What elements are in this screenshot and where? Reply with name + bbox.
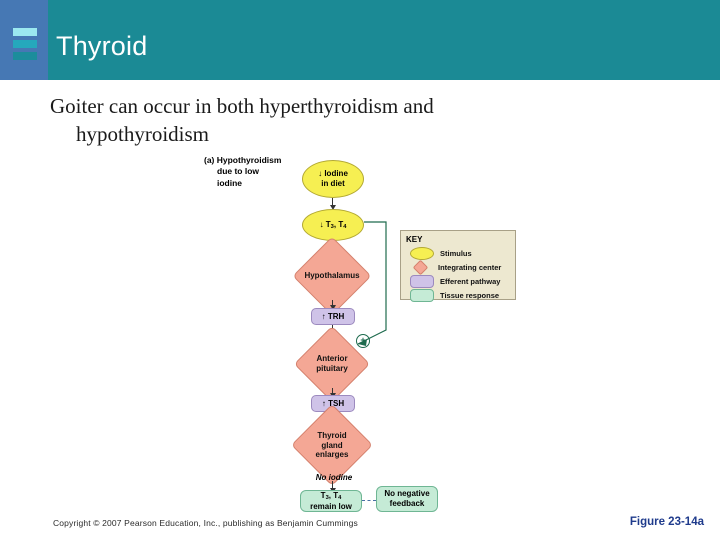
key-title: KEY bbox=[406, 235, 423, 244]
node-iodine-in-diet-line1: ↓ Iodine bbox=[318, 169, 348, 179]
header-icon-container bbox=[0, 0, 48, 80]
key-item-efferent-pathway: Efferent pathway bbox=[406, 275, 510, 288]
node-anterior-pituitary-line2: pituitary bbox=[316, 364, 348, 373]
arrow-iodine-to-t34 bbox=[329, 198, 336, 210]
node-hypothalamus-label: Hypothalamus bbox=[304, 271, 360, 281]
node-remain-low-line1: T3, T4 bbox=[320, 490, 342, 501]
key-item-tissue-response-label: Tissue response bbox=[440, 291, 500, 300]
node-t3-t4-low-label: ↓ T3, T4 bbox=[319, 219, 347, 230]
stimulus-swatch-icon bbox=[410, 247, 434, 260]
key-item-efferent-pathway-label: Efferent pathway bbox=[440, 277, 501, 286]
key-item-stimulus: Stimulus bbox=[406, 247, 510, 260]
node-thyroid-gland-enlarges: Thyroid gland enlarges bbox=[290, 403, 374, 487]
panel-label-line-1: (a) Hypothyroidism bbox=[204, 155, 282, 165]
node-hypothalamus: Hypothalamus bbox=[292, 236, 372, 316]
panel-label-line-2: due to low bbox=[217, 166, 260, 177]
copyright-text: Copyright © 2007 Pearson Education, Inc.… bbox=[53, 518, 358, 528]
node-t3-t4-low: ↓ T3, T4 bbox=[302, 209, 364, 241]
node-thyroid-line2: gland bbox=[321, 440, 343, 450]
figure-flowchart: (a) Hypothyroidism due to low iodine + ↓… bbox=[196, 150, 526, 515]
node-no-negative-feedback: No negative feedback bbox=[376, 486, 438, 512]
tissue-response-swatch-icon bbox=[410, 289, 434, 302]
slide-header-banner: Thyroid bbox=[0, 0, 720, 80]
slide-body-text: Goiter can occur in both hyperthyroidism… bbox=[50, 92, 690, 149]
figure-key-legend: KEY Stimulus Integrating center Efferent… bbox=[400, 230, 516, 302]
figure-number: Figure 23-14a bbox=[629, 516, 704, 528]
node-anterior-pituitary-line1: Anterior bbox=[316, 354, 348, 364]
key-item-integrating-center-label: Integrating center bbox=[438, 263, 502, 272]
body-line-1: Goiter can occur in both hyperthyroidism… bbox=[50, 94, 434, 118]
arrow-to-remain-low bbox=[329, 481, 336, 493]
stacked-bars-icon bbox=[13, 28, 37, 60]
node-remain-low-line2: remain low bbox=[310, 501, 352, 511]
node-iodine-in-diet-line2: in diet bbox=[321, 179, 345, 188]
annotation-no-iodine: No iodine bbox=[315, 473, 353, 482]
node-iodine-in-diet: ↓ Iodine in diet bbox=[302, 160, 364, 198]
node-tsh-label: ↑ TSH bbox=[321, 398, 345, 408]
node-thyroid-line1: Thyroid bbox=[317, 431, 347, 441]
node-thyroid-line3: enlarges bbox=[315, 450, 349, 460]
body-line-2: hypothyroidism bbox=[76, 122, 210, 147]
integrating-center-swatch-icon bbox=[410, 262, 432, 273]
key-item-integrating-center: Integrating center bbox=[406, 261, 510, 274]
figure-panel-label: (a) Hypothyroidism due to low iodine bbox=[204, 155, 312, 189]
plus-sign-icon: + bbox=[356, 334, 370, 348]
node-no-feedback-line2: feedback bbox=[389, 499, 425, 508]
dashed-connector bbox=[362, 500, 376, 501]
key-item-stimulus-label: Stimulus bbox=[440, 249, 472, 258]
node-t3-t4-remain-low: T3, T4 remain low bbox=[300, 490, 362, 512]
efferent-pathway-swatch-icon bbox=[410, 275, 434, 288]
node-anterior-pituitary-label: Anterior pituitary bbox=[295, 338, 369, 390]
node-no-feedback-line1: No negative bbox=[384, 489, 430, 499]
panel-label-line-3: iodine bbox=[217, 177, 243, 188]
arrow-hypothalamus-to-trh bbox=[329, 300, 336, 310]
page-title: Thyroid bbox=[56, 31, 148, 61]
node-thyroid-gland-label: Thyroid gland enlarges bbox=[293, 418, 371, 473]
node-anterior-pituitary: Anterior pituitary bbox=[293, 325, 371, 403]
node-trh-label: ↑ TRH bbox=[321, 311, 345, 321]
key-item-tissue-response: Tissue response bbox=[406, 289, 510, 302]
node-trh: ↑ TRH bbox=[311, 308, 355, 325]
